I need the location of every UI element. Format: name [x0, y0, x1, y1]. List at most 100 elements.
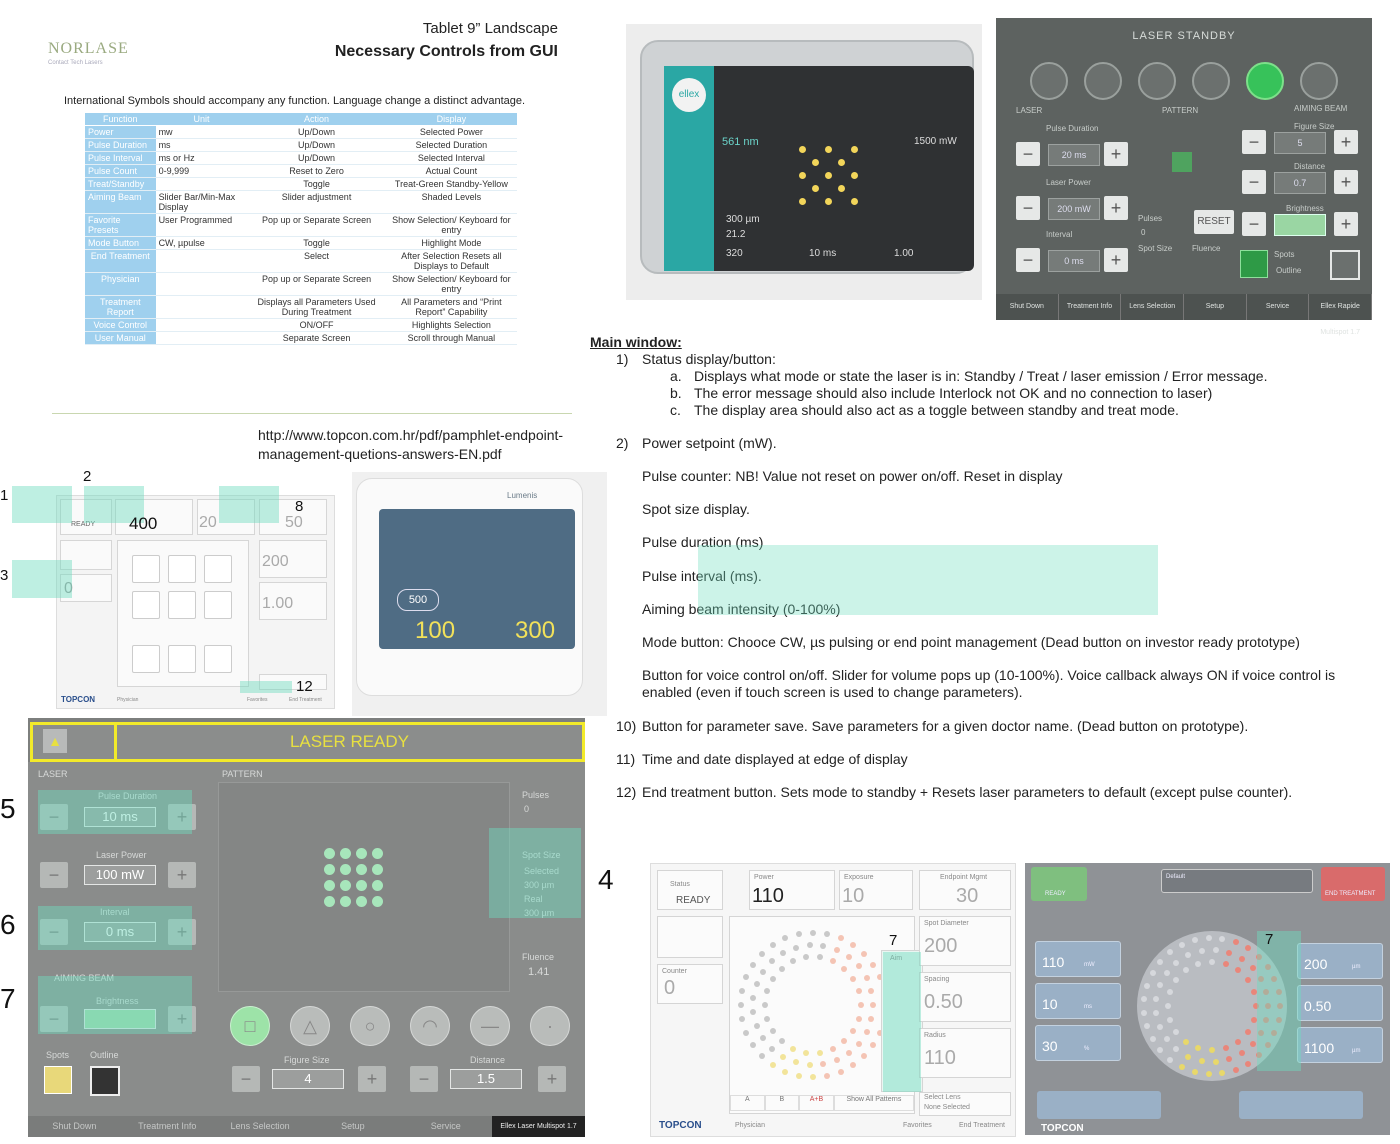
spacing-tile[interactable]: 0.50 [1297, 985, 1383, 1021]
reference-url[interactable]: http://www.topcon.com.hr/pdf/pamphlet-en… [258, 427, 564, 462]
distance-plus-button[interactable]: + [538, 1066, 566, 1092]
brightness-plus-button[interactable]: + [168, 1006, 196, 1032]
tab-a-b[interactable]: A+B [799, 1095, 834, 1111]
setup-button[interactable]: Setup [341, 1121, 365, 1131]
pattern-square-button[interactable] [132, 555, 160, 583]
duration-field[interactable]: 10 ms [84, 807, 156, 827]
pattern-a-selector[interactable] [1037, 1091, 1161, 1119]
shut-down-button[interactable]: Shut Down [996, 294, 1059, 320]
preset-field[interactable]: Default [1161, 869, 1313, 893]
figure-plus-button[interactable]: + [1334, 130, 1358, 154]
tab-a[interactable]: A [730, 1095, 765, 1111]
shut-down-button[interactable]: Shut Down [52, 1121, 97, 1131]
interval-control[interactable]: 500 [397, 589, 439, 611]
spacing-panel[interactable]: 1.00 [259, 582, 327, 620]
select-lens-panel[interactable]: Select Lens None Selected [919, 1092, 1011, 1116]
exposure-panel[interactable]: 20 [197, 499, 255, 535]
brightness-slider[interactable] [1274, 214, 1326, 236]
tab-b[interactable]: B [764, 1095, 800, 1111]
power-panel[interactable] [115, 499, 193, 535]
pattern-line-button[interactable] [204, 591, 232, 619]
spacing-panel[interactable]: Spacing 0.50 [919, 972, 1011, 1022]
pattern-triangle-button[interactable]: △ [290, 1006, 330, 1046]
distance-minus-button[interactable]: − [410, 1066, 438, 1092]
figure-plus-button[interactable]: + [358, 1066, 386, 1092]
lens-selection-button[interactable]: Lens Selection [1121, 294, 1185, 320]
duration-minus-button[interactable]: − [1016, 142, 1040, 166]
radius-panel[interactable]: Radius 110 [919, 1028, 1011, 1078]
interval-field[interactable]: 0 ms [1048, 250, 1100, 272]
distance-plus-button[interactable]: + [1334, 170, 1358, 194]
pattern-arc-button[interactable]: ◠ [410, 1006, 450, 1046]
outline-icon[interactable] [1330, 250, 1360, 280]
counter-panel[interactable]: Counter 0 [657, 964, 723, 1004]
spot-diameter-panel[interactable]: 200 [259, 540, 327, 578]
pattern-line-button[interactable]: — [470, 1006, 510, 1046]
exposure-tile[interactable]: 10 ms [1035, 983, 1121, 1019]
interval-plus-button[interactable]: + [1104, 248, 1128, 272]
brightness-minus-button[interactable]: − [40, 1006, 68, 1032]
pattern-square-button[interactable]: □ [230, 1006, 270, 1046]
figure-minus-button[interactable]: − [232, 1066, 260, 1092]
end-treatment-button[interactable]: END TREATMENT [1321, 867, 1385, 901]
brightness-slider[interactable] [84, 1009, 156, 1029]
ready-button[interactable]: READY [1031, 867, 1087, 901]
counter-panel[interactable]: 0 [60, 574, 112, 602]
interval-minus-button[interactable]: − [1016, 248, 1040, 272]
reset-button[interactable]: RESET [1194, 210, 1234, 234]
figure-size-field[interactable]: 4 [272, 1069, 344, 1089]
laser-ready-status[interactable]: LASER READY [114, 722, 585, 762]
distance-field[interactable]: 0.7 [1274, 172, 1326, 194]
power-minus-button[interactable]: − [40, 862, 68, 888]
power-plus-button[interactable]: + [168, 862, 196, 888]
spot-tile[interactable]: 200 µm [1297, 943, 1383, 979]
duration-field[interactable]: 20 ms [1048, 144, 1100, 166]
end-treatment-button[interactable]: End Treatment [289, 697, 322, 703]
interval-minus-button[interactable]: − [40, 919, 68, 945]
end-treatment-button[interactable]: End Treatment [959, 1122, 1005, 1129]
exposure-panel[interactable]: Exposure 10 [839, 870, 913, 910]
physician-button[interactable]: Physician [735, 1122, 765, 1129]
endpoint-panel[interactable]: Endpoint Mgmt 30 [919, 870, 1011, 910]
favorites-button[interactable]: Favorites [903, 1122, 932, 1129]
pattern-arc-button[interactable] [168, 555, 196, 583]
pattern-single-button[interactable] [168, 645, 196, 673]
status-panel[interactable]: READY [60, 499, 112, 535]
interval-plus-button[interactable]: + [168, 919, 196, 945]
endpoint-tile[interactable]: 30 % [1035, 1025, 1121, 1061]
pattern-circle-button[interactable]: ○ [350, 1006, 390, 1046]
pattern-dot-button[interactable] [204, 645, 232, 673]
status-panel[interactable]: Status READY [657, 870, 723, 910]
figure-minus-button[interactable]: − [1242, 130, 1266, 154]
treatment-info-button[interactable]: Treatment Info [1059, 294, 1122, 320]
pattern-grid-button[interactable] [132, 645, 160, 673]
spots-icon[interactable] [44, 1066, 72, 1094]
power-minus-button[interactable]: − [1016, 196, 1040, 220]
warning-box[interactable]: ▲ [30, 722, 115, 762]
pattern-triangle-button[interactable] [204, 555, 232, 583]
pattern-circle-button[interactable] [132, 591, 160, 619]
pattern-b-selector[interactable] [1239, 1091, 1363, 1119]
aim-slider[interactable]: Aim [881, 950, 923, 1092]
brightness-minus-button[interactable]: − [1242, 212, 1266, 236]
power-field[interactable]: 200 mW [1048, 198, 1100, 220]
power-panel[interactable]: Power 110 [749, 870, 835, 910]
power-field[interactable]: 100 mW [84, 865, 156, 885]
radius-tile[interactable]: 1100 µm [1297, 1027, 1383, 1063]
power-plus-button[interactable]: + [1104, 196, 1128, 220]
physician-button[interactable]: Physician [117, 697, 139, 703]
figure-size-field[interactable]: 5 [1274, 132, 1326, 154]
outline-icon[interactable] [90, 1066, 120, 1096]
treatment-info-button[interactable]: Treatment Info [138, 1121, 197, 1131]
pattern-ring-button[interactable] [168, 591, 196, 619]
setup-button[interactable]: Setup [1184, 294, 1247, 320]
pattern-single-button[interactable]: · [530, 1006, 570, 1046]
endpoint-panel[interactable]: 50 [259, 499, 327, 535]
distance-minus-button[interactable]: − [1242, 170, 1266, 194]
service-button[interactable]: Service [1247, 294, 1310, 320]
duration-plus-button[interactable]: + [1104, 142, 1128, 166]
distance-field[interactable]: 1.5 [450, 1069, 522, 1089]
select-lens-panel[interactable] [259, 674, 327, 690]
show-all-patterns-tab[interactable]: Show All Patterns [833, 1095, 914, 1111]
service-button[interactable]: Service [430, 1121, 461, 1131]
